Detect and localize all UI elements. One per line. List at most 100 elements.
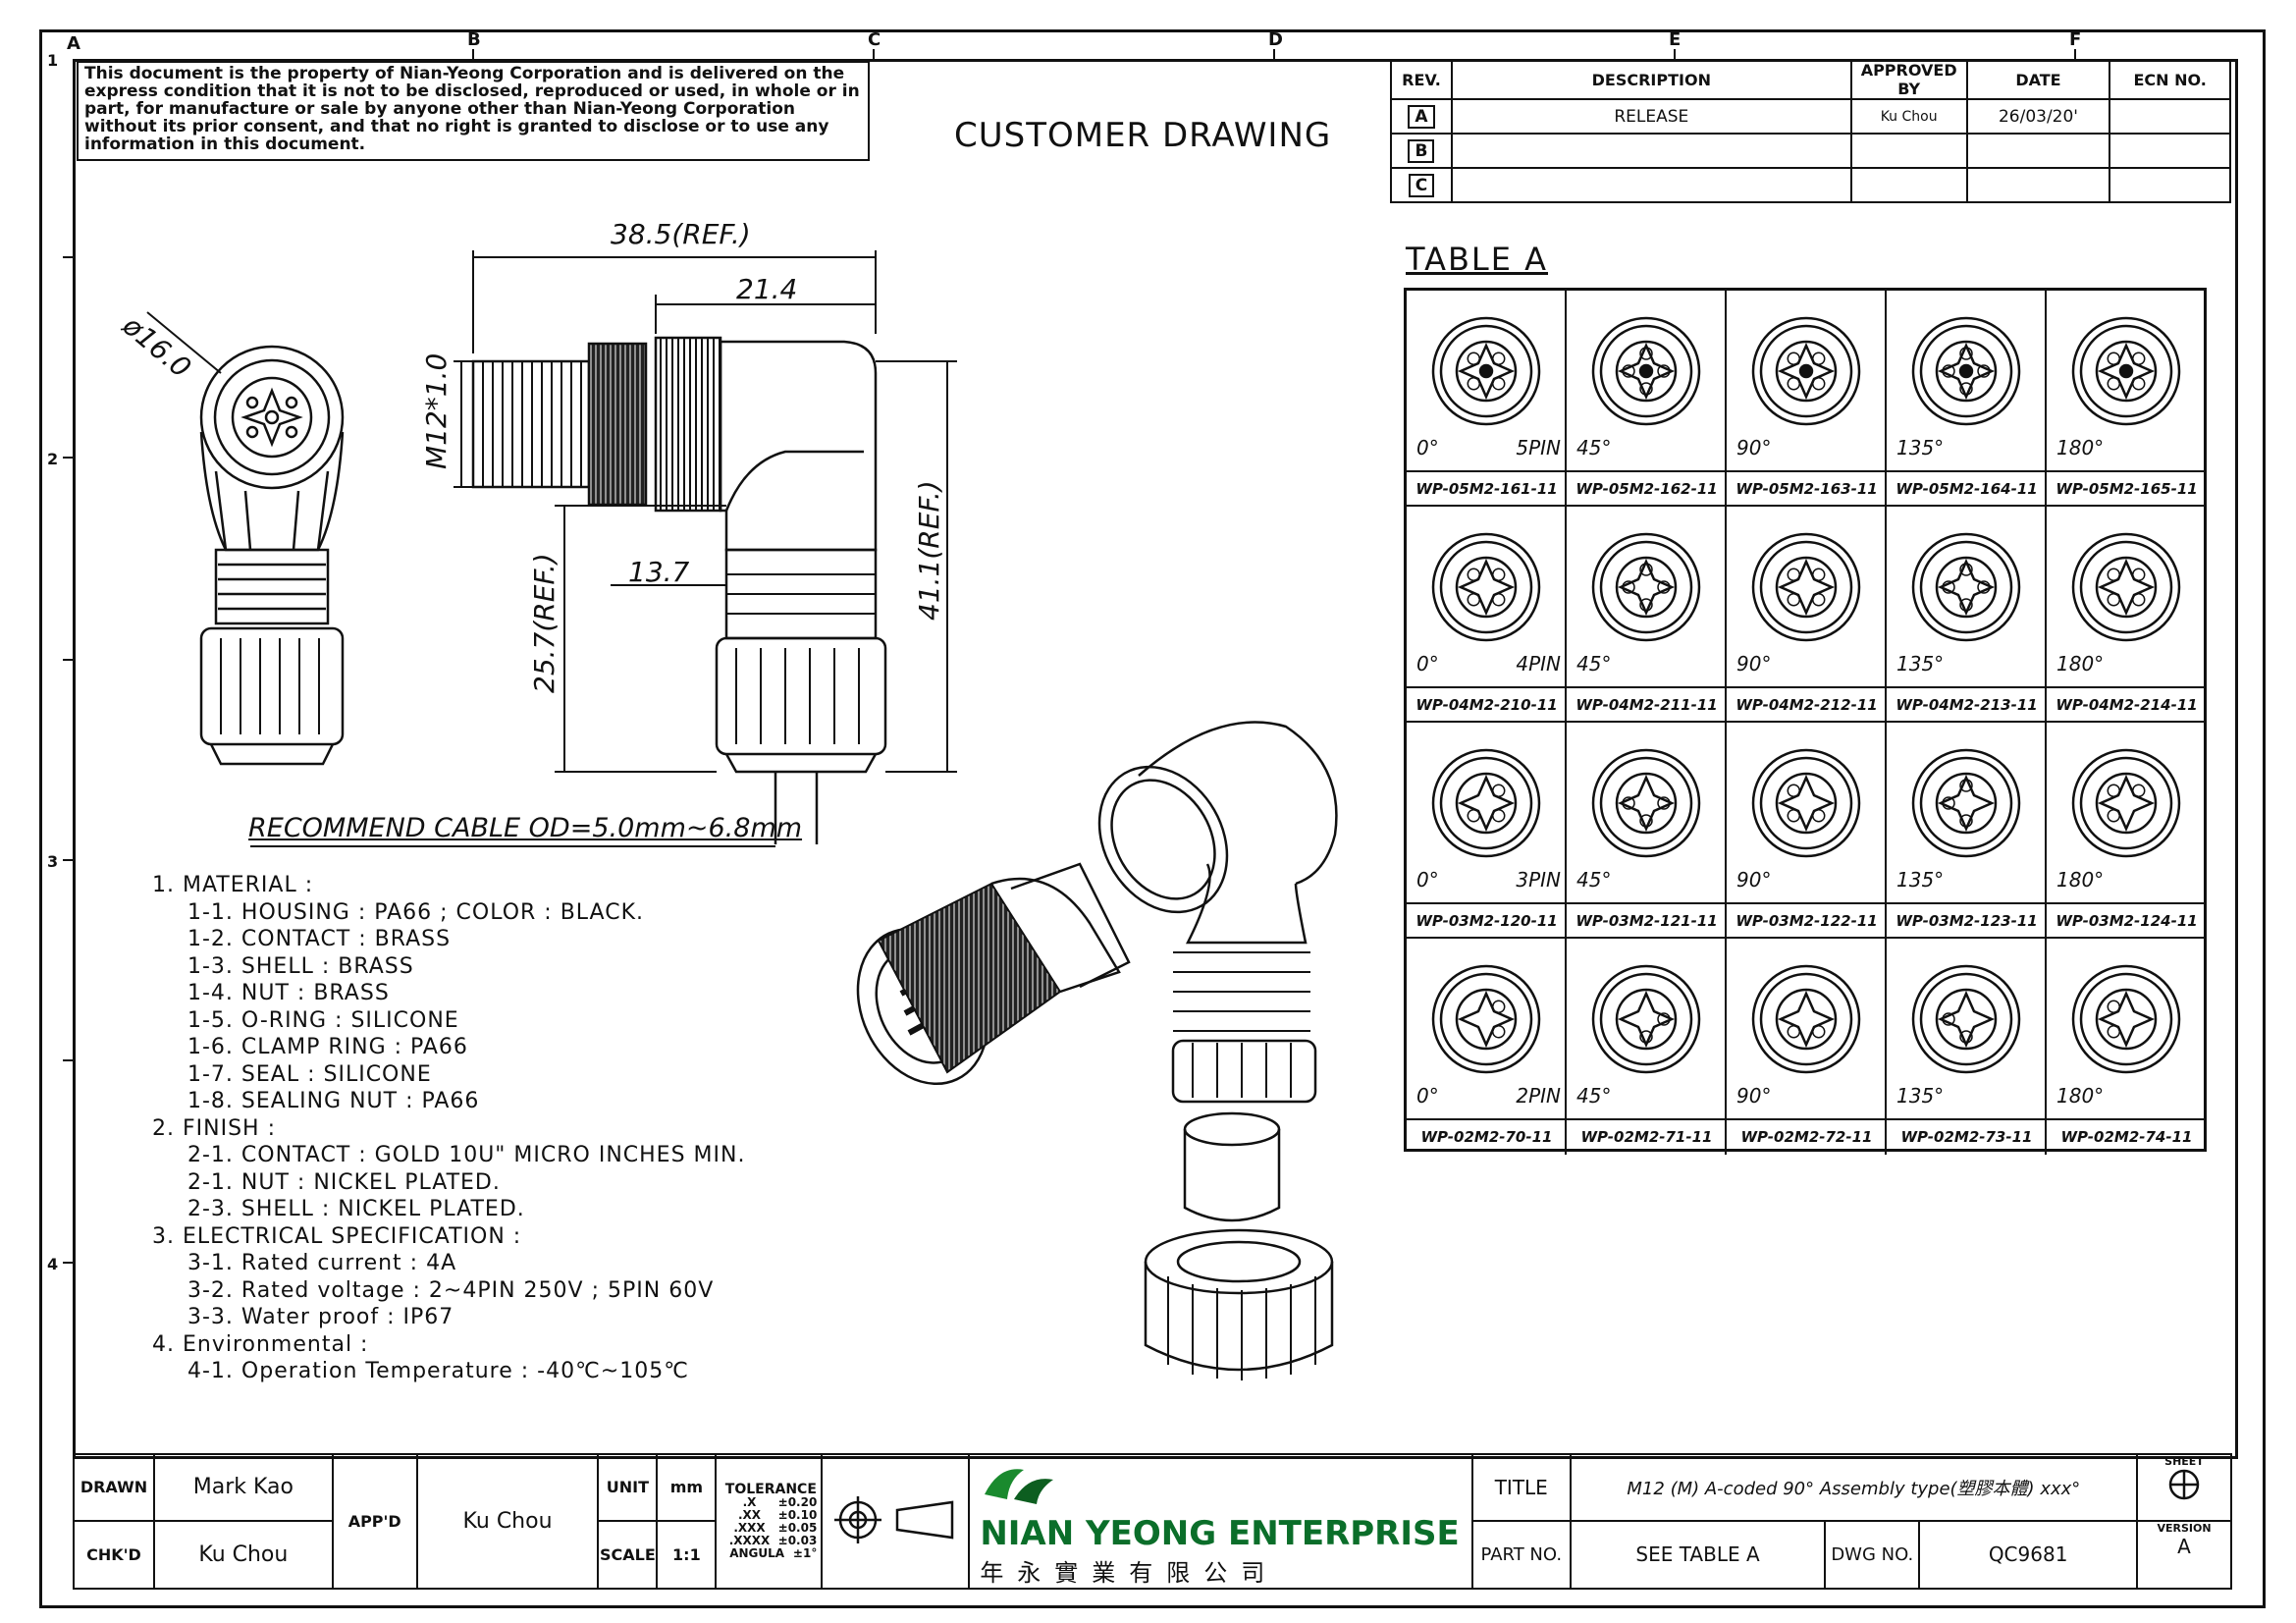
pin-layout-icon	[1591, 316, 1701, 426]
pin-layout-icon	[1911, 532, 2021, 642]
part-number: WP-02M2-73-11	[1887, 1118, 2047, 1155]
part-number: WP-05M2-162-11	[1567, 470, 1727, 507]
revision-date	[1965, 133, 2111, 169]
pin-layout-icon	[1751, 316, 1861, 426]
spec-item: 1-2. CONTACT : BRASS	[187, 927, 452, 951]
pin-layout-icon	[1751, 964, 1861, 1074]
table-a-cell: 90°WP-02M2-72-11	[1727, 939, 1887, 1155]
mounting-angle: 90°	[1736, 868, 1772, 892]
mounting-angle: 90°	[1736, 436, 1772, 460]
table-a-cell: 135°WP-04M2-213-11	[1887, 507, 2047, 723]
table-a-cell: 135° WP-05M2-164-11	[1887, 291, 2047, 507]
title-label: TITLE	[1470, 1453, 1572, 1522]
pin-count: 2PIN	[1516, 1084, 1561, 1108]
pin-layout-icon	[1431, 964, 1541, 1074]
dimension-height-total: 41.1(REF.)	[913, 480, 945, 621]
spec-item: 1-5. O-RING : SILICONE	[187, 1007, 459, 1033]
confidentiality-notice: This document is the property of Nian-Ye…	[77, 61, 870, 161]
table-a-cell: 45°WP-04M2-211-11	[1567, 507, 1727, 723]
front-view	[199, 345, 345, 766]
table-a-cell: 180°WP-04M2-214-11	[2047, 507, 2207, 723]
revision-ecn	[2109, 133, 2231, 169]
zone-number-1: 1	[47, 51, 59, 70]
zone-number-2: 2	[47, 450, 59, 468]
table-a-cell: 90° WP-05M2-163-11	[1727, 291, 1887, 507]
revision-description	[1450, 133, 1852, 169]
mounting-angle: 45°	[1576, 1084, 1612, 1108]
pin-layout-icon	[2071, 316, 2181, 426]
table-a-cell: 90°WP-04M2-212-11	[1727, 507, 1887, 723]
table-a-cell: 45°WP-05M2-162-11	[1567, 291, 1727, 507]
part-number: WP-02M2-70-11	[1407, 1118, 1567, 1155]
revision-ecn	[2109, 98, 2231, 135]
part-number: WP-05M2-164-11	[1887, 470, 2047, 507]
company-logo-icon	[985, 1469, 1054, 1504]
dimension-lines	[146, 250, 957, 847]
dimension-thread: M12*1.0	[420, 352, 453, 469]
mounting-angle: 135°	[1896, 868, 1945, 892]
spec-item: 2-1. CONTACT : GOLD 10U" MICRO INCHES MI…	[187, 1143, 746, 1167]
chkd-value: Ku Chou	[152, 1519, 334, 1591]
spec-item: 3-3. Water proof : IP67	[187, 1305, 454, 1329]
part-number: WP-05M2-163-11	[1727, 470, 1887, 507]
part-number: WP-05M2-165-11	[2047, 470, 2207, 507]
sheet-symbol-icon	[2168, 1469, 2200, 1500]
tolerance-block: TOLERANCE .X ±0.20 .XX ±0.10 .XXX ±0.05 …	[715, 1453, 824, 1590]
zone-letter-b: B	[467, 29, 481, 50]
table-a-cell: 135° WP-03M2-123-11	[1887, 723, 2047, 939]
pin-layout-icon	[1431, 748, 1541, 858]
drawing-type-label: CUSTOMER DRAWING	[954, 116, 1332, 155]
part-number: WP-03M2-122-11	[1727, 902, 1887, 939]
zone-number-3: 3	[47, 852, 59, 871]
appd-label: APP'D	[331, 1453, 418, 1590]
table-a-cell: 90° WP-03M2-122-11	[1727, 723, 1887, 939]
mounting-angle: 135°	[1896, 1084, 1945, 1108]
approved-by-header: APPROVED BY	[1849, 59, 1968, 100]
spec-item: 4-1. Operation Temperature : -40℃~105℃	[187, 1359, 689, 1383]
spec-item: 1-1. HOUSING : PA66 ; COLOR : BLACK.	[187, 899, 644, 925]
spec-item: 1-7. SEAL : SILICONE	[187, 1061, 432, 1087]
mounting-angle: 180°	[2056, 652, 2105, 676]
mounting-angle: 0°	[1416, 868, 1439, 892]
revision-approver	[1849, 133, 1968, 169]
side-view	[471, 336, 887, 844]
pin-layout-icon	[1431, 316, 1541, 426]
date-header: DATE	[1965, 59, 2111, 100]
unit-value: mm	[656, 1453, 718, 1522]
unit-label: UNIT	[597, 1453, 659, 1522]
mounting-angle: 90°	[1736, 1084, 1772, 1108]
version-block: VERSION A	[2135, 1519, 2233, 1591]
pin-layout-icon	[1431, 532, 1541, 642]
revision-ecn	[2109, 167, 2231, 203]
part-number: WP-02M2-71-11	[1567, 1118, 1727, 1155]
pin-layout-icon	[1751, 532, 1861, 642]
part-number: WP-03M2-123-11	[1887, 902, 2047, 939]
mounting-angle: 135°	[1896, 436, 1945, 460]
chkd-label: CHK'D	[73, 1519, 155, 1591]
part-no-value: SEE TABLE A	[1569, 1519, 1827, 1591]
zone-letter-e: E	[1669, 29, 1682, 50]
pin-layout-icon	[1591, 748, 1701, 858]
projection-icon	[834, 1495, 954, 1543]
pin-layout-icon	[2071, 964, 2181, 1074]
table-a-title: TABLE A	[1406, 241, 1549, 278]
spec-item: 2-3. SHELL : NICKEL PLATED.	[187, 1197, 525, 1221]
mounting-angle: 0°	[1416, 652, 1439, 676]
revision-date	[1965, 167, 2111, 203]
company-name: NIAN YEONG ENTERPRISE	[980, 1514, 1460, 1553]
part-number: WP-03M2-121-11	[1567, 902, 1727, 939]
pin-count: 3PIN	[1516, 868, 1561, 892]
revision-approver	[1849, 167, 1968, 203]
pin-layout-icon	[2071, 532, 2181, 642]
company-name-chinese: 年永實業有限公司	[980, 1559, 1279, 1587]
mounting-angle: 180°	[2056, 1084, 2105, 1108]
revision-table: REV. DESCRIPTION APPROVED BY DATE ECN NO…	[1390, 59, 2231, 203]
dimension-offset: 13.7	[628, 556, 690, 588]
spec-item: 1-3. SHELL : BRASS	[187, 953, 414, 979]
pin-layout-icon	[1751, 748, 1861, 858]
drawing-outer-frame	[39, 29, 2266, 1608]
